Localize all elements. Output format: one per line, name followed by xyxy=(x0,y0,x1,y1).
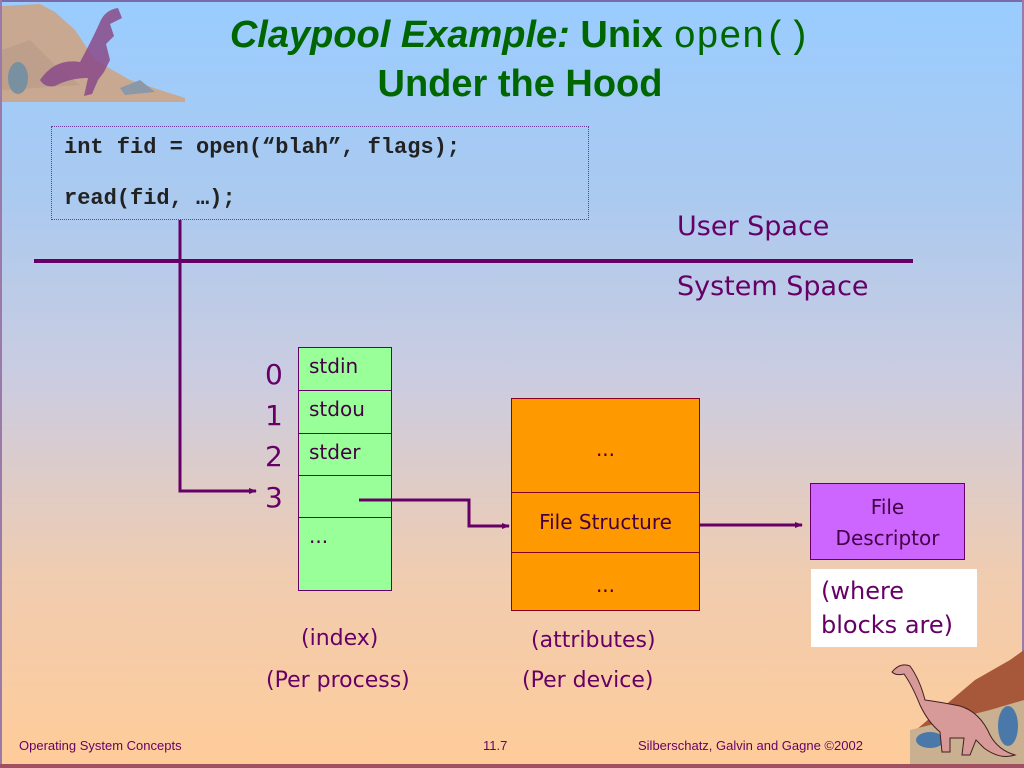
fs-row-top: ... xyxy=(512,399,699,493)
footer-course-title: Operating System Concepts xyxy=(19,738,182,753)
file-structure-table: ... File Structure ... xyxy=(511,398,700,611)
slide-frame-top xyxy=(0,0,1024,2)
fd-entry: stdin xyxy=(299,348,391,391)
slide-frame-right xyxy=(1022,0,1024,768)
where-note-line2: blocks are) xyxy=(821,611,953,639)
title-italic: Claypool Example: xyxy=(229,14,570,56)
fd-index-0: 0 xyxy=(265,358,283,391)
fd-caption-index: (index) xyxy=(301,626,379,651)
slide-title: Claypool Example: Unix open() Under the … xyxy=(170,12,870,107)
slide-frame-bottom xyxy=(0,764,1024,768)
fd-entry-text: stdou xyxy=(309,397,365,421)
fs-row-file-structure: File Structure xyxy=(512,493,699,553)
fd-entry-text: ... xyxy=(309,524,329,548)
fd-entry-text: stder xyxy=(309,440,361,464)
fd-entry xyxy=(299,476,391,518)
brontosaurus-dinosaur-icon xyxy=(891,650,1024,764)
fd-caption-per-process: (Per process) xyxy=(266,668,410,693)
fd-index-3: 3 xyxy=(265,481,283,514)
code-line-read: read(fid, …); xyxy=(64,186,236,211)
fd-entry: stdou xyxy=(299,391,391,434)
fs-row-bottom: ... xyxy=(595,573,616,597)
system-space-label: System Space xyxy=(677,271,869,302)
fd-entry: stder xyxy=(299,434,391,476)
title-mono: open() xyxy=(673,16,811,59)
file-descriptor-box: File Descriptor xyxy=(810,483,965,560)
file-descriptor-line1: File xyxy=(870,495,905,519)
fd-index-1: 1 xyxy=(265,399,283,432)
code-box: int fid = open(“blah”, flags); read(fid,… xyxy=(51,126,589,220)
file-descriptor-line2: Descriptor xyxy=(835,526,940,550)
file-descriptor-table: stdin stdou stder ... xyxy=(298,347,392,591)
footer-slide-number: 11.7 xyxy=(483,738,508,753)
code-line-open: int fid = open(“blah”, flags); xyxy=(64,135,461,160)
fd-to-file-structure-arrow xyxy=(359,498,510,529)
fd-entry: ... xyxy=(299,518,391,590)
fs-caption-per-device: (Per device) xyxy=(522,668,654,693)
fd-entry-text: stdin xyxy=(309,354,359,378)
user-system-divider xyxy=(34,259,913,263)
footer-copyright: Silberschatz, Galvin and Gagne ©2002 xyxy=(638,738,863,753)
slide-frame-left xyxy=(0,0,2,768)
trex-dinosaur-icon xyxy=(2,4,185,102)
open-call-arrow xyxy=(178,220,257,494)
fd-index-2: 2 xyxy=(265,440,283,473)
where-blocks-note: (where blocks are) xyxy=(811,569,977,647)
where-note-line1: (where xyxy=(821,577,905,605)
user-space-label: User Space xyxy=(677,211,830,242)
title-line2: Under the Hood xyxy=(377,63,663,105)
title-plain: Unix xyxy=(580,14,663,56)
fs-caption-attributes: (attributes) xyxy=(531,628,656,653)
